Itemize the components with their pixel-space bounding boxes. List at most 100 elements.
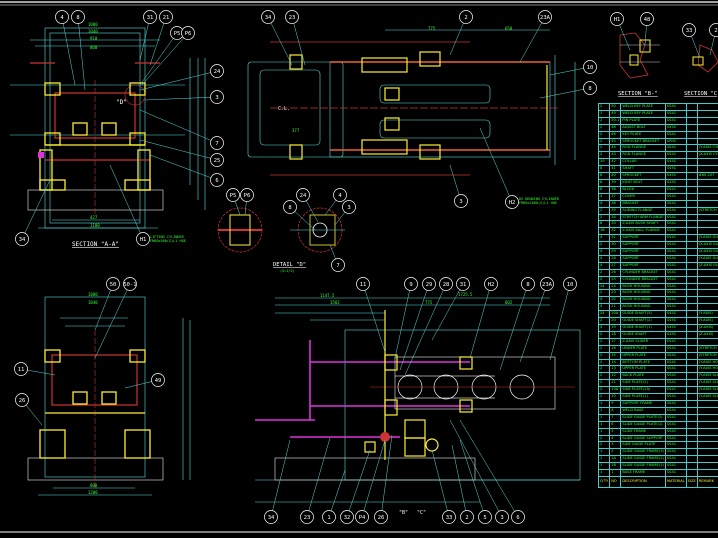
balloon-label: 23 — [289, 15, 296, 21]
bom-size — [685, 420, 698, 429]
bom-no: 42 — [609, 158, 622, 167]
bom-description: BUSH HOUSING — [620, 303, 666, 312]
part-balloon: 26 — [374, 434, 393, 524]
leader-line — [149, 16, 167, 66]
leader-line — [139, 70, 218, 91]
bom-size — [685, 344, 698, 353]
bom-remark: (Y-AXIS CYL) — [696, 144, 718, 153]
bom-size — [685, 303, 698, 312]
bom-material: SS41 — [664, 406, 687, 415]
bom-material: SS41 — [664, 282, 687, 291]
bom-description: SPROCKET — [620, 172, 666, 180]
leader-line — [539, 87, 591, 99]
bom-no: 18 — [609, 330, 622, 339]
balloon-circle — [151, 373, 165, 387]
leader-line — [291, 16, 306, 66]
bom-description: SPROCKET BRACKET — [620, 137, 666, 146]
balloon-circle — [55, 10, 69, 24]
bom-no: 25 — [609, 275, 622, 284]
balloon-circle — [563, 277, 577, 291]
bom-size — [685, 268, 698, 277]
bom-qty: 8 — [597, 185, 611, 194]
balloon-circle — [505, 195, 519, 209]
bom-no: 31 — [609, 234, 622, 243]
balloon-circle — [296, 188, 310, 202]
bom-material: SS41 — [664, 448, 687, 457]
bom-description: SUPPORT — [620, 248, 666, 256]
bom-remark — [696, 158, 718, 167]
bom-remark — [696, 178, 718, 187]
balloon-circle — [540, 277, 554, 291]
balloon-circle — [71, 10, 85, 24]
balloon-label: 7 — [336, 263, 339, 269]
bom-material: SS41 — [664, 144, 687, 153]
bom-qty: 2 — [597, 275, 611, 284]
bom-material: SPHC — [664, 137, 687, 146]
part-balloon: 11 — [14, 362, 56, 376]
balloon-circle — [709, 23, 718, 37]
dim-text: 1200 — [88, 490, 98, 495]
balloon-label: 31 — [147, 15, 154, 21]
part-balloon: H2 — [469, 277, 498, 359]
leader-line — [380, 434, 393, 518]
bom-qty: 4 — [597, 303, 611, 312]
part-balloon: 9 — [394, 277, 418, 359]
bom-qty: 2 — [597, 365, 611, 374]
bom-size — [685, 282, 698, 291]
bom-description: SIDE PLATE(1) — [620, 393, 666, 401]
leader-line — [21, 179, 51, 240]
balloon-label: 50-1 — [123, 282, 136, 288]
bom-qty: 2 — [597, 317, 611, 325]
bom-material: SS41 — [664, 234, 687, 243]
part-balloon: 6 — [459, 419, 525, 524]
balloon-circle — [682, 23, 696, 37]
dim-text: 910 — [90, 36, 98, 41]
bom-description: CYLINDER BRACKET — [620, 275, 666, 284]
part-balloon: 8 — [539, 81, 597, 99]
bom-qty: 2 — [597, 268, 611, 277]
leader-line — [479, 127, 513, 203]
bom-description: KEY PLATE — [620, 130, 666, 139]
bom-size — [685, 434, 698, 443]
leader-line — [139, 109, 218, 144]
balloon-label: 2 — [465, 515, 468, 521]
bom-qty: 2 — [597, 386, 611, 395]
bom-remark: (Y-AXIS GUIDE SHAFT) — [696, 254, 718, 263]
bom-no: 21 — [609, 303, 622, 312]
bom-remark: (Y-AXIS SLIDER) — [696, 372, 718, 381]
bom-remark: (STRETCH ARM) — [696, 344, 718, 353]
bom-no: 33 — [609, 220, 622, 229]
part-balloon: 23 — [300, 437, 331, 524]
bom-material: SS41 — [664, 379, 687, 388]
bom-description: SUPPORT — [620, 254, 666, 263]
bom-material: S45C — [664, 178, 687, 187]
bom-size — [685, 185, 698, 194]
centerline-label: C.L. — [278, 106, 290, 112]
balloon-label: 32 — [344, 515, 351, 521]
bom-material: SS41 — [664, 109, 687, 118]
bom-remark: (STRETCH ARM) — [696, 351, 718, 360]
part-balloon: 34 — [264, 439, 291, 524]
part-balloon: P4 — [355, 439, 386, 524]
bom-no: 26 — [609, 268, 622, 277]
part-balloon: 8 — [499, 277, 535, 371]
bom-material: SS41 — [664, 462, 687, 471]
bom-remark — [696, 130, 718, 139]
balloon-circle — [404, 277, 418, 291]
bom-qty: 2 — [597, 330, 611, 339]
balloon-label: 3 — [459, 199, 462, 205]
bom-remark: (Y-AXIS) — [696, 310, 718, 319]
leader-line — [270, 439, 291, 518]
section-b-c-views: SECTION "B-" SECTION "C — [618, 32, 718, 97]
balloon-circle — [15, 232, 29, 246]
bom-qty: 1 — [597, 420, 611, 429]
